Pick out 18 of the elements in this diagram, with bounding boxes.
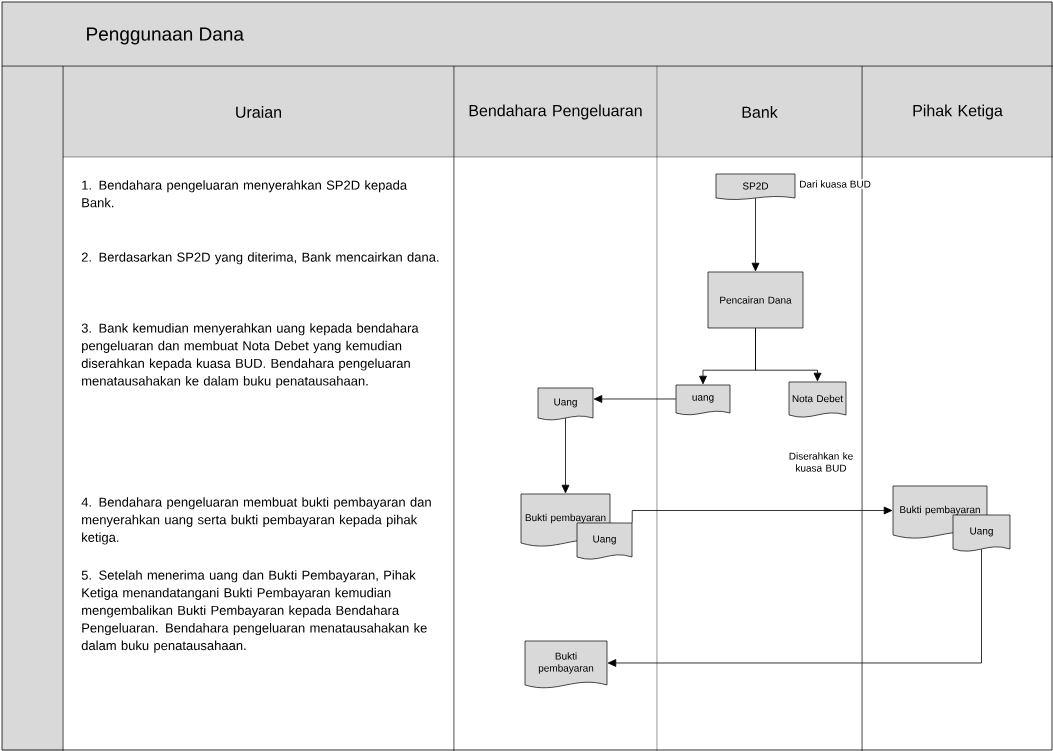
step-text: 4. Bendahara pengeluaran membuat bukti pembayaran dan menyerahkan uang serta bukti pembayaran kepada pihak ketiga. bbox=[81, 497, 431, 545]
arrow bbox=[755, 327, 822, 382]
column-header: Bank bbox=[657, 66, 862, 157]
column-header: Uraian bbox=[63, 66, 454, 157]
column-header: Bendahara Pengeluaran bbox=[454, 66, 657, 157]
arrow bbox=[751, 197, 760, 272]
arrow bbox=[593, 395, 677, 403]
arrow bbox=[561, 417, 570, 494]
step-text: 5. Setelah menerima uang dan Bukti Pembayaran, Pihak Ketiga menandatangani Bukti Pembayaran kemudian mengembalikan Bukti Pembayaran kepada Bendahara Pengeluaran. Bendahara pengeluaran menatausahakan ke dalam buku penatausahaan. bbox=[81, 570, 427, 653]
column-header: Pihak Ketiga bbox=[862, 66, 1053, 157]
note-text: Diserahkan ke kuasa BUD bbox=[789, 452, 853, 472]
step-text: 3. Bank kemudian menyerahkan uang kepada bendahara pengeluaran dan membuat Nota Debet yang kemudian diserahkan kepada kuasa BUD. Bendahara pengeluaran menatausahakan ke dalam buku penatausahaan. bbox=[81, 323, 419, 389]
note-text: Dari kuasa BUD bbox=[798, 179, 872, 189]
step-text: 1. Bendahara pengeluaran menyerahkan SP2D kepada Bank. bbox=[82, 180, 408, 208]
step-text: 2. Berdasarkan SP2D yang diterima, Bank mencairkan dana. bbox=[81, 252, 439, 265]
arrow bbox=[631, 506, 893, 524]
process-box: Pencairan Dana bbox=[707, 271, 804, 329]
arrow bbox=[607, 548, 982, 667]
